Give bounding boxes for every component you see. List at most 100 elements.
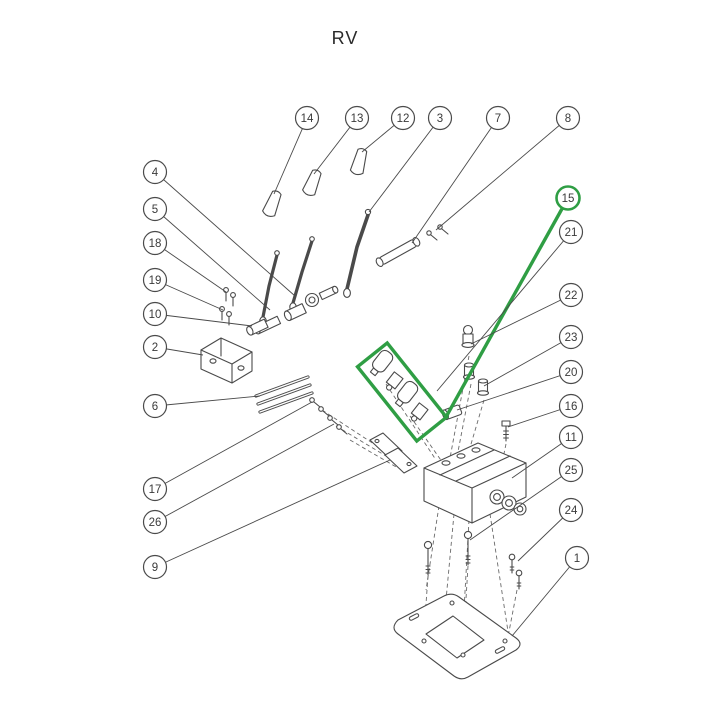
balloon-23: 23 xyxy=(558,324,584,350)
leader-line-3 xyxy=(368,117,441,213)
part-fitting-b xyxy=(462,362,476,380)
highlight-layer xyxy=(355,340,449,444)
part-screw-16 xyxy=(501,420,511,442)
part-link-7 xyxy=(375,236,421,268)
balloon-6: 6 xyxy=(142,393,168,419)
part-bushing-10 xyxy=(246,318,269,336)
part-valve-body-11 xyxy=(423,442,527,524)
balloon-15: 15 xyxy=(555,185,581,211)
balloon-13: 13 xyxy=(344,105,370,131)
part-knob-15a xyxy=(369,349,404,391)
balloon-label-21: 21 xyxy=(565,227,578,239)
balloon-8: 8 xyxy=(555,105,581,131)
balloon-label-24: 24 xyxy=(565,505,578,517)
balloon-label-4: 4 xyxy=(152,167,159,179)
leader-line-5 xyxy=(154,208,271,311)
leader-line-21 xyxy=(436,231,572,392)
part-bolts-25 xyxy=(423,530,473,576)
balloon-label-7: 7 xyxy=(495,113,501,125)
balloon-label-8: 8 xyxy=(565,113,571,125)
leader-line-14 xyxy=(273,117,308,195)
leader-line-22 xyxy=(470,294,572,345)
leader-line-6 xyxy=(154,395,261,407)
part-rods-6 xyxy=(254,375,314,414)
balloon-18: 18 xyxy=(142,230,168,256)
part-handle-grip-12 xyxy=(349,148,368,176)
balloon-label-5: 5 xyxy=(152,204,158,216)
leader-lines-layer xyxy=(154,117,578,637)
balloon-label-17: 17 xyxy=(149,484,162,496)
leader-line-17 xyxy=(154,401,313,490)
leader-line-19 xyxy=(154,279,224,311)
balloon-label-9: 9 xyxy=(152,562,158,574)
part-fitting-c xyxy=(476,378,490,396)
balloon-label-13: 13 xyxy=(351,113,364,125)
balloon-22: 22 xyxy=(558,282,584,308)
balloon-label-16: 16 xyxy=(565,401,578,413)
part-screws-19 xyxy=(219,306,232,326)
parts-layer xyxy=(200,148,527,680)
balloon-1: 1 xyxy=(564,545,590,571)
balloon-26: 26 xyxy=(142,509,168,535)
balloon-16: 16 xyxy=(558,393,584,419)
balloon-24: 24 xyxy=(558,497,584,523)
highlight-box xyxy=(355,340,449,444)
part-screws-24 xyxy=(508,553,523,590)
leader-line-10 xyxy=(154,313,253,327)
part-bracket-2 xyxy=(200,337,253,384)
leader-line-25 xyxy=(469,469,572,541)
balloon-label-22: 22 xyxy=(565,290,578,302)
balloon-label-18: 18 xyxy=(149,238,162,250)
part-handle-grip-13 xyxy=(302,169,322,197)
balloon-7: 7 xyxy=(485,105,511,131)
leader-line-8 xyxy=(435,117,569,231)
leader-line-1 xyxy=(511,557,578,637)
balloon-17: 17 xyxy=(142,476,168,502)
balloon-14: 14 xyxy=(294,105,320,131)
balloon-label-10: 10 xyxy=(149,309,162,321)
balloon-label-15: 15 xyxy=(562,193,575,205)
balloon-label-26: 26 xyxy=(149,517,162,529)
balloon-label-11: 11 xyxy=(565,432,577,444)
leader-line-18 xyxy=(154,242,227,293)
balloon-label-19: 19 xyxy=(149,275,162,287)
balloon-19: 19 xyxy=(142,267,168,293)
leader-line-7 xyxy=(411,117,499,244)
balloon-4: 4 xyxy=(142,159,168,185)
part-base-plate-1 xyxy=(393,593,521,680)
balloon-11: 11 xyxy=(558,424,584,450)
balloon-label-23: 23 xyxy=(565,332,578,344)
page-title: RV xyxy=(331,28,359,48)
part-lever-5 xyxy=(259,250,280,326)
balloon-12: 12 xyxy=(390,105,416,131)
balloon-label-25: 25 xyxy=(565,465,578,477)
balloon-21: 21 xyxy=(558,219,584,245)
balloon-label-14: 14 xyxy=(301,113,314,125)
leader-line-20 xyxy=(456,371,572,411)
leader-line-9 xyxy=(154,459,391,568)
balloon-20: 20 xyxy=(558,359,584,385)
balloon-9: 9 xyxy=(142,554,168,580)
balloon-3: 3 xyxy=(427,105,453,131)
part-handle-grip-14 xyxy=(262,190,282,218)
part-fitting-a xyxy=(461,324,475,348)
balloon-2: 2 xyxy=(142,334,168,360)
part-lever-3 xyxy=(343,208,372,298)
part-screws-17-26 xyxy=(309,397,348,435)
balloon-label-20: 20 xyxy=(565,367,578,379)
leader-line-24 xyxy=(517,509,572,562)
balloon-5: 5 xyxy=(142,196,168,222)
part-links-9 xyxy=(369,432,418,474)
part-knob-15b xyxy=(394,380,429,422)
balloon-label-6: 6 xyxy=(152,401,158,413)
balloon-label-12: 12 xyxy=(397,113,410,125)
leader-line-23 xyxy=(483,336,572,387)
balloon-label-2: 2 xyxy=(152,342,158,354)
balloon-label-3: 3 xyxy=(437,113,443,125)
part-screws-8 xyxy=(426,224,449,241)
balloon-10: 10 xyxy=(142,301,168,327)
part-screws-18 xyxy=(223,287,236,307)
